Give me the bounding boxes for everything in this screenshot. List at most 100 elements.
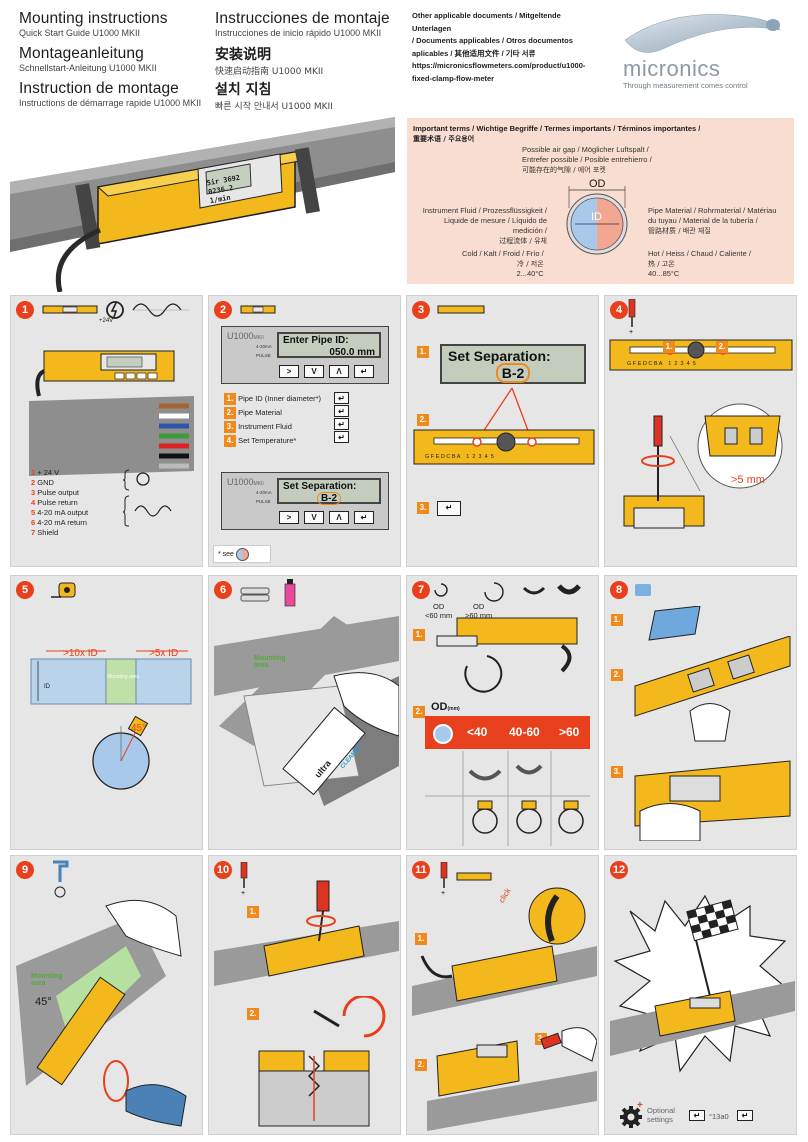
terms-heading-line: Important terms / Wichtige Begriffe / Te… bbox=[413, 124, 701, 133]
sensor-icon bbox=[456, 872, 492, 881]
od-large: OD>60 mm bbox=[465, 602, 493, 620]
wire-legend: 1 + 24 V 2 GND 3 Pulse output 4 Pulse re… bbox=[31, 468, 88, 538]
footnote-text: * see bbox=[218, 551, 234, 558]
lcd-line: Set Separation: bbox=[448, 348, 551, 364]
wire-item: 2 GND bbox=[31, 478, 54, 487]
step-panel-1: 1 +24V 1 + 24 V 2 GND 3 Pulse output 4 P… bbox=[10, 295, 203, 567]
mounting-area-label: Mounting area bbox=[254, 655, 286, 669]
title-block-de: Montageanleitung Schnellstart-Anleitung … bbox=[19, 45, 157, 73]
step-panel-10: 10 + 1. 2. bbox=[208, 855, 401, 1135]
logo-tagline: Through measurement comes control bbox=[623, 81, 748, 90]
sensor-icon bbox=[240, 305, 276, 314]
sine-wave-icon bbox=[132, 303, 189, 317]
right-key[interactable]: > bbox=[279, 511, 299, 524]
enter-key[interactable]: ↵ bbox=[354, 511, 374, 524]
step-label: 2. bbox=[413, 706, 425, 718]
od-column: >60 bbox=[559, 725, 580, 739]
gel-pad bbox=[648, 606, 701, 641]
wire-item: 3 Pulse output bbox=[31, 488, 79, 497]
enter-key[interactable]: ↵ bbox=[437, 501, 461, 516]
svg-text:+: + bbox=[637, 1101, 643, 1111]
term-line: 2...40°C bbox=[516, 269, 544, 278]
up-key[interactable]: Λ bbox=[329, 365, 349, 378]
enter-key-icons: ↵ ↵ ↵ ↵ bbox=[334, 392, 349, 443]
rail-scale: G F E D C B A 1 2 3 4 5 bbox=[425, 454, 494, 460]
term-line: Instrument Fluid / Prozessflüssigkeit / bbox=[422, 206, 547, 215]
term-hot: Hot / Heiss / Chaud / Caliente / 热 / 고온 … bbox=[648, 249, 751, 279]
term-line: 热 / 고온 bbox=[648, 260, 675, 268]
enter-key[interactable]: ↵ bbox=[354, 365, 374, 378]
menu-step: 2. Pipe Material bbox=[224, 406, 321, 420]
id-label: ID bbox=[44, 684, 50, 690]
hex-key-icon bbox=[53, 860, 69, 898]
subtitle-fr: Instructions de démarrage rapide U1000 M… bbox=[19, 98, 202, 108]
step-panel-8: 8 1. 2. 3. bbox=[604, 575, 797, 850]
model-label: U1000MKII bbox=[227, 477, 264, 487]
wire-item: 6 4-20 mA return bbox=[31, 518, 87, 527]
hero-illustration bbox=[10, 117, 395, 292]
down-key[interactable]: V bbox=[304, 365, 324, 378]
od-small: OD<60 mm bbox=[425, 602, 453, 620]
up-key[interactable]: Λ bbox=[329, 511, 349, 524]
title-block-zh: 安装说明 快速启动指南 U1000 MKII bbox=[215, 44, 323, 77]
other-docs-link[interactable]: fixed-clamp-flow-meter bbox=[412, 73, 495, 83]
step-number: 1 bbox=[16, 301, 34, 319]
mounting-area-label: Mounting area bbox=[107, 674, 139, 680]
lcd-set-separation: Set Separation: B-2 bbox=[440, 344, 586, 384]
enter-key[interactable]: ↵ bbox=[689, 1110, 705, 1121]
spring-detail bbox=[258, 996, 386, 1127]
pipe-cross-section bbox=[566, 186, 628, 255]
od-column: 40-60 bbox=[509, 725, 540, 739]
clamp-options bbox=[425, 751, 590, 846]
power-icon bbox=[106, 301, 124, 319]
gear-icon: + bbox=[620, 1101, 643, 1128]
rail-with-markers bbox=[609, 339, 793, 371]
step-label: 1. bbox=[417, 346, 429, 358]
cleaning-illustration bbox=[214, 616, 399, 806]
title-block-en: Mounting instructions Quick Start Guide … bbox=[19, 10, 168, 38]
lcd-set-separation: Set Separation: B-2 bbox=[277, 478, 381, 505]
tighten-illustration bbox=[214, 880, 399, 986]
downstream-label: >5x ID bbox=[149, 648, 179, 659]
term-line: 过程流体 / 유체 bbox=[499, 237, 547, 245]
rail-icon bbox=[437, 305, 485, 314]
enter-key[interactable]: ↵ bbox=[737, 1110, 753, 1121]
lcd-line: B-2 bbox=[448, 363, 578, 383]
lcd-enter-pipe-id: Enter Pipe ID: 050.0 mm bbox=[277, 332, 381, 358]
tape-measure-icon bbox=[51, 582, 76, 598]
enter-key: ↵ bbox=[334, 418, 349, 430]
step-label: 2. bbox=[417, 414, 429, 426]
right-key[interactable]: > bbox=[279, 365, 299, 378]
term-cold: Cold / Kalt / Froid / Frío / 冷 / 저온 2...… bbox=[462, 249, 544, 279]
step-label: 2. bbox=[611, 669, 623, 681]
lcd-line: Set Separation: bbox=[283, 481, 357, 492]
term-line: Hot / Heiss / Chaud / Caliente / bbox=[648, 249, 751, 258]
down-key[interactable]: V bbox=[304, 511, 324, 524]
marker-label: 2. bbox=[716, 341, 728, 353]
term-line: 冷 / 저온 bbox=[517, 260, 544, 268]
screwdriver-icon: + bbox=[240, 862, 248, 896]
step-number: 2 bbox=[214, 301, 232, 319]
title-block-es: Instrucciones de montaje Instrucciones d… bbox=[215, 10, 390, 38]
step-number: 4 bbox=[610, 301, 628, 319]
marker-label: 1. bbox=[663, 341, 675, 353]
step-number: 3 bbox=[412, 301, 430, 319]
subtitle-de: Schnellstart-Anleitung U1000 MKII bbox=[19, 63, 157, 73]
step-panel-9: 9 Mounting area 45° bbox=[10, 855, 203, 1135]
term-line: 40...85°C bbox=[648, 269, 680, 278]
mounting-area-label: Mounting area bbox=[31, 973, 63, 987]
term-line: Liquide de mesure / Líquido de medición … bbox=[444, 216, 547, 235]
menu-steps: 1. Pipe ID (Inner diameter*) 2. Pipe Mat… bbox=[224, 392, 321, 448]
lcd-line: B-2 bbox=[283, 492, 375, 505]
separation-rail bbox=[413, 387, 595, 465]
model-label: U1000MKII bbox=[227, 331, 264, 341]
step-panel-11: 11 + 1. click 2. 3. bbox=[406, 855, 599, 1135]
step-label: 1. bbox=[247, 906, 259, 918]
enter-key: ↵ bbox=[334, 431, 349, 443]
wire-grouping-icons bbox=[123, 469, 172, 527]
other-docs-link[interactable]: https://micronicsflowmeters.com/product/… bbox=[412, 61, 586, 70]
device-with-cable bbox=[29, 350, 194, 476]
term-line: Pipe Material / Rohrmaterial / Matériau bbox=[648, 206, 777, 215]
